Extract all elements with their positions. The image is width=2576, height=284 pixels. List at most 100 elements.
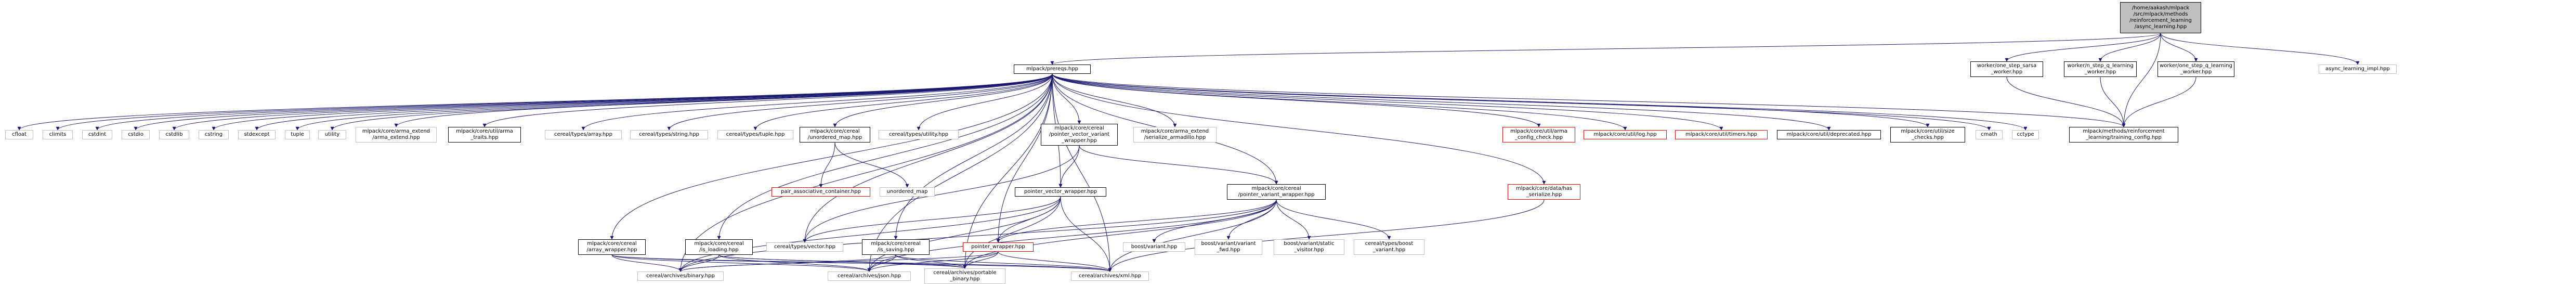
edge-pvarwrap-to-bvariant xyxy=(1152,199,1277,243)
node-pwrapper[interactable]: pointer_wrapper.hpp xyxy=(963,242,1034,252)
edge-prereqs-to-armaser xyxy=(1052,73,1177,127)
node-sarsa[interactable]: worker/one_step_sarsa _worker.hpp xyxy=(1970,61,2043,77)
node-trainingcfg[interactable]: mlpack/methods/reinforcement _learning/t… xyxy=(2069,127,2178,143)
edge-pvecwrap-to-xml xyxy=(1060,196,1112,272)
edge-prereqs-to-timers xyxy=(1052,73,1723,131)
edge-arraywrap-to-json xyxy=(611,254,871,272)
edge-pvarwrap-to-xml xyxy=(1108,199,1277,272)
node-arraywrap[interactable]: mlpack/core/cereal /array_wrapper.hpp xyxy=(578,239,646,255)
edge-prereqs-to-issaving xyxy=(894,73,1053,240)
edge-arraywrap-to-xml xyxy=(611,254,1112,272)
node-root[interactable]: /home/aakash/mlpack /src/mlpack/methods … xyxy=(2120,2,2201,33)
edge-prereqs-to-isloading xyxy=(717,73,1053,240)
edge-pvecwrap-to-binary xyxy=(678,196,1061,272)
node-bvariant[interactable]: boost/variant.hpp xyxy=(1123,242,1185,252)
edge-prereqs-to-cctype xyxy=(1052,73,2028,131)
edge-prereqs-to-armatraits xyxy=(482,73,1053,127)
node-ctutility[interactable]: cereal/types/utility.hpp xyxy=(879,130,959,139)
edge-pwrapper-to-json xyxy=(867,251,999,272)
node-cfloat[interactable]: cfloat xyxy=(5,130,33,139)
edge-umap-to-unorderedmap xyxy=(834,142,909,188)
edge-prereqs-to-ctvector xyxy=(803,73,1053,243)
edge-prereqs-to-arraywrap xyxy=(610,73,1053,240)
node-bvarstatic[interactable]: boost/variant/static _visitor.hpp xyxy=(1274,239,1344,255)
node-armatraits[interactable]: mlpack/core/util/arma _traits.hpp xyxy=(448,127,521,143)
node-log[interactable]: mlpack/core/util/log.hpp xyxy=(1584,130,1667,139)
node-hasser[interactable]: mlpack/core/data/has _serialize.hpp xyxy=(1508,184,1580,200)
node-json[interactable]: cereal/archives/json.hpp xyxy=(828,272,911,281)
node-nstep[interactable]: worker/n_step_q_learning _worker.hpp xyxy=(2064,61,2137,77)
edge-prereqs-to-cstdlib xyxy=(172,73,1053,131)
node-cttuple[interactable]: cereal/types/tuple.hpp xyxy=(717,130,793,139)
edge-root-to-nstep xyxy=(2098,33,2161,62)
edge-hasser-to-xml xyxy=(1108,199,1545,272)
node-cstdlib[interactable]: cstdlib xyxy=(159,130,189,139)
edge-nstep-to-trainingcfg xyxy=(2100,76,2126,127)
node-timers[interactable]: mlpack/core/util/timers.hpp xyxy=(1675,130,1768,139)
node-binary[interactable]: cereal/archives/binary.hpp xyxy=(637,272,724,281)
edge-root-to-trainingcfg xyxy=(2122,33,2161,127)
node-climits[interactable]: climits xyxy=(43,130,73,139)
edge-pvarwrap-to-pwrapper xyxy=(996,199,1277,243)
node-deprecated[interactable]: mlpack/core/util/deprecated.hpp xyxy=(1777,130,1881,139)
edge-pvarwrap-to-bvarvar xyxy=(1226,199,1277,240)
edge-prereqs-to-cttuple xyxy=(753,73,1053,131)
node-asyncimpl[interactable]: async_learning_impl.hpp xyxy=(2319,64,2397,74)
edge-pvecwrap-to-ctvector xyxy=(803,196,1061,243)
edge-layer xyxy=(17,33,2360,272)
node-cmath[interactable]: cmath xyxy=(1976,130,2003,139)
node-isloading[interactable]: mlpack/core/cereal /is_loading.hpp xyxy=(685,239,753,255)
node-confcheck[interactable]: mlpack/core/util/arma _config_check.hpp xyxy=(1502,127,1575,143)
node-onestepq[interactable]: worker/one_step_q_learning _worker.hpp xyxy=(2157,61,2234,77)
node-ctarray[interactable]: cereal/types/array.hpp xyxy=(545,130,622,139)
edge-prereqs-to-json xyxy=(867,73,1053,272)
node-umap[interactable]: mlpack/core/cereal /unordered_map.hpp xyxy=(800,127,870,143)
edge-prereqs-to-log xyxy=(1052,73,1627,131)
edge-prereqs-to-ctutility xyxy=(917,73,1053,131)
node-armaextend[interactable]: mlpack/core/arma_extend /arma_extend.hpp xyxy=(356,127,437,143)
node-ctboostvar[interactable]: cereal/types/boost _variant.hpp xyxy=(1354,239,1424,255)
node-cctype[interactable]: cctype xyxy=(2012,130,2039,139)
edge-pvwrap-to-ctvector xyxy=(803,145,1080,243)
node-issaving[interactable]: mlpack/core/cereal /is_saving.hpp xyxy=(862,239,930,255)
node-pvecwrap[interactable]: pointer_vector_wrapper.hpp xyxy=(1015,187,1106,197)
node-sizechecks[interactable]: mlpack/core/util/size _checks.hpp xyxy=(1890,127,1965,143)
edge-arraywrap-to-binary xyxy=(611,254,683,272)
node-ctvector[interactable]: cereal/types/vector.hpp xyxy=(766,242,843,252)
edge-pvarwrap-to-json xyxy=(867,199,1277,272)
node-unorderedmap[interactable]: unordered_map xyxy=(880,187,935,197)
edge-pvwrap-to-pvarwrap xyxy=(1079,145,1278,185)
edge-root-to-prereqs xyxy=(1050,33,2161,65)
edge-prereqs-to-pvwrap xyxy=(1052,73,1081,124)
node-pvarwrap[interactable]: mlpack/core/cereal /pointer_variant_wrap… xyxy=(1227,184,1326,200)
edge-root-to-onestepq xyxy=(2160,33,2198,62)
node-tuple[interactable]: tuple xyxy=(285,130,310,139)
node-bvarvar[interactable]: boost/variant/variant _fwd.hpp xyxy=(1195,239,1262,255)
node-pairassoc[interactable]: pair_associative_container.hpp xyxy=(772,187,870,197)
node-ctstring[interactable]: cereal/types/string.hpp xyxy=(630,130,708,139)
node-pvwrap[interactable]: mlpack/core/cereal /pointer_vector_varia… xyxy=(1041,124,1118,146)
node-cstdio[interactable]: cstdio xyxy=(122,130,150,139)
edge-prereqs-to-trainingcfg xyxy=(1052,73,2126,127)
node-prereqs[interactable]: mlpack/prereqs.hpp xyxy=(1014,64,1091,74)
edge-prereqs-to-cstdint xyxy=(95,73,1053,131)
edge-pvecwrap-to-json xyxy=(867,196,1061,272)
edge-pvarwrap-to-bvarstatic xyxy=(1276,199,1311,240)
edge-prereqs-to-deprecated xyxy=(1052,73,1831,131)
edge-pvwrap-to-pvecwrap xyxy=(1058,145,1080,188)
edge-prereqs-to-portable xyxy=(963,73,1053,269)
edge-pvarwrap-to-ctboostvar xyxy=(1276,199,1391,240)
edge-prereqs-to-pwrapper xyxy=(996,73,1053,243)
edge-prereqs-to-armaextend xyxy=(394,73,1053,127)
node-cstdint[interactable]: cstdint xyxy=(82,130,112,139)
node-cstring[interactable]: cstring xyxy=(199,130,229,139)
edge-prereqs-to-tuple xyxy=(295,73,1053,131)
node-utility[interactable]: utility xyxy=(318,130,346,139)
node-stdexcept[interactable]: stdexcept xyxy=(238,130,276,139)
edge-prereqs-to-cstdio xyxy=(134,73,1053,131)
node-xml[interactable]: cereal/archives/xml.hpp xyxy=(1071,272,1149,281)
edge-root-to-sarsa xyxy=(2005,33,2161,62)
node-portable[interactable]: cereal/archives/portable _binary.hpp xyxy=(924,268,1005,284)
node-armaser[interactable]: mlpack/core/arma_extend /serialize_armad… xyxy=(1133,127,1217,143)
